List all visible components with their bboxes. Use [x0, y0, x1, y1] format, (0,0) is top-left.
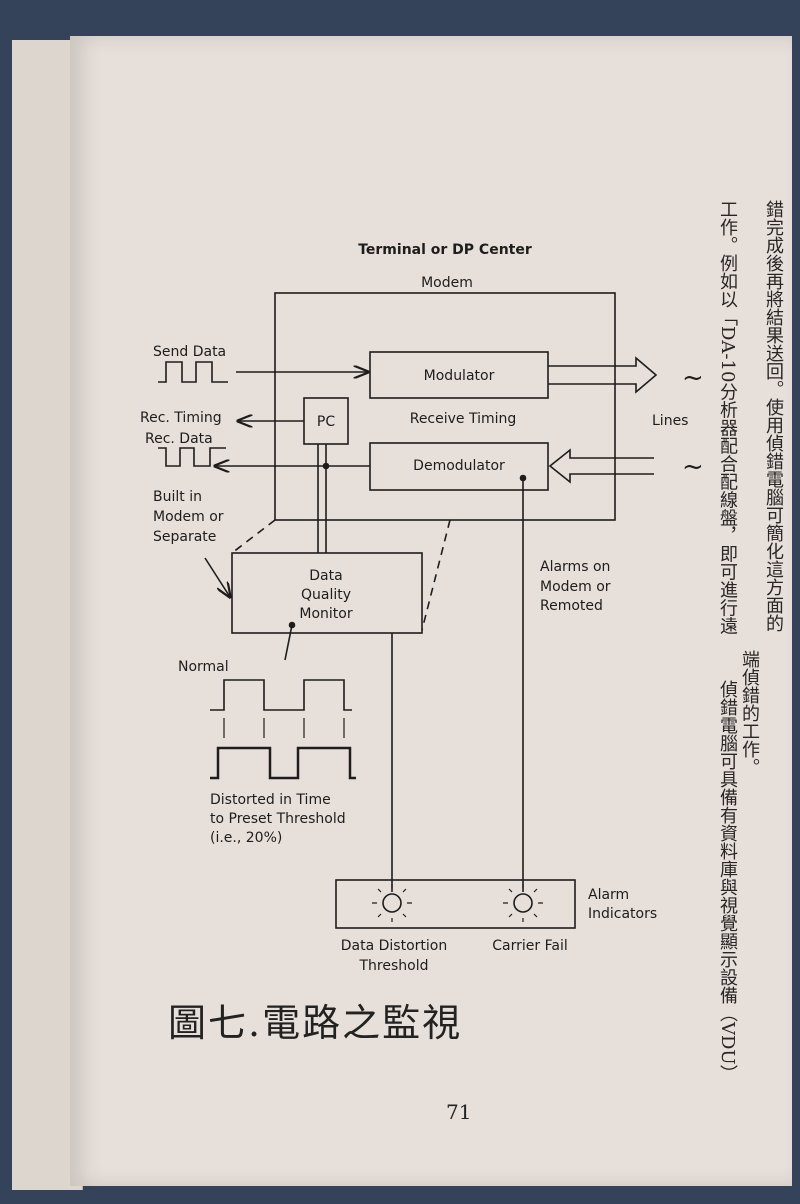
modulator-label: Modulator [424, 368, 495, 384]
built-in-label-2: Modem or [153, 509, 224, 525]
alarms-on-label-3: Remoted [540, 598, 603, 614]
dqm-pointer-line [284, 624, 293, 661]
distorted-label-2: to Preset Threshold [210, 811, 346, 827]
side-text-col2: 工作。例如以「DA-10分析器配合配線盤，即可進行遠 [717, 200, 738, 635]
modem-box [274, 292, 616, 521]
alarm-indicator-box [335, 879, 576, 929]
alarms-on-label-2: Modem or [540, 579, 611, 595]
built-in-label-3: Separate [153, 529, 216, 545]
modem-label: Modem [421, 275, 473, 291]
carrier-fail-label: Carrier Fail [492, 938, 567, 954]
data-distortion-label-2: Threshold [359, 958, 429, 974]
tilde-top: ~ [682, 363, 704, 393]
rec-data-wave [158, 447, 226, 467]
normal-wave [210, 679, 352, 711]
data-distortion-lamp-icon [372, 884, 412, 922]
modulator-box [369, 351, 549, 399]
title: Terminal or DP Center [358, 242, 532, 258]
alarm-indicators-label-2: Indicators [588, 906, 657, 922]
side-text-col4: 偵錯電腦可具備有資料庫與視覺顯示設備（VDU） [717, 680, 738, 1083]
send-data-wave [158, 361, 228, 383]
alarms-on-label-1: Alarms on [540, 559, 610, 575]
data-quality-monitor-box [231, 552, 423, 634]
transmit-line-arrow [548, 356, 658, 394]
side-text-col1: 錯完成後再將結果送回。使用偵錯電腦可簡化這方面的 [763, 200, 784, 632]
dqm-label-3: Monitor [299, 606, 352, 622]
receive-line-arrow [548, 448, 654, 484]
book-page [70, 36, 792, 1186]
lines-label: Lines [652, 413, 688, 429]
distorted-label-1: Distorted in Time [210, 792, 331, 808]
dqm-label-1: Data [309, 568, 342, 584]
receive-timing-label: Receive Timing [410, 411, 517, 427]
rec-data-label: Rec. Data [145, 431, 213, 447]
side-text-col3: 端偵錯的工作。 [739, 650, 760, 776]
carrier-fail-lamp-icon [503, 884, 543, 922]
timing-dashes [223, 718, 345, 738]
alarm-indicators-label-1: Alarm [588, 887, 629, 903]
built-in-label-1: Built in [153, 489, 202, 505]
tilde-bottom: ~ [682, 452, 704, 482]
distorted-label-3: (i.e., 20%) [210, 830, 282, 846]
rec-timing-label: Rec. Timing [140, 410, 222, 426]
dqm-label-2: Quality [301, 587, 351, 603]
handwritten-caption: 圖七.電路之監視 [168, 1001, 463, 1045]
demodulator-label: Demodulator [413, 458, 505, 474]
distorted-wave [210, 746, 356, 780]
send-data-label: Send Data [153, 344, 226, 360]
page-number: 71 [446, 1100, 472, 1124]
normal-label: Normal [178, 659, 229, 675]
dashed-left [231, 519, 276, 554]
dashed-right [421, 519, 451, 631]
pc-label: PC [317, 414, 335, 430]
data-distortion-label-1: Data Distortion [341, 938, 447, 954]
built-in-arrow [204, 557, 230, 597]
